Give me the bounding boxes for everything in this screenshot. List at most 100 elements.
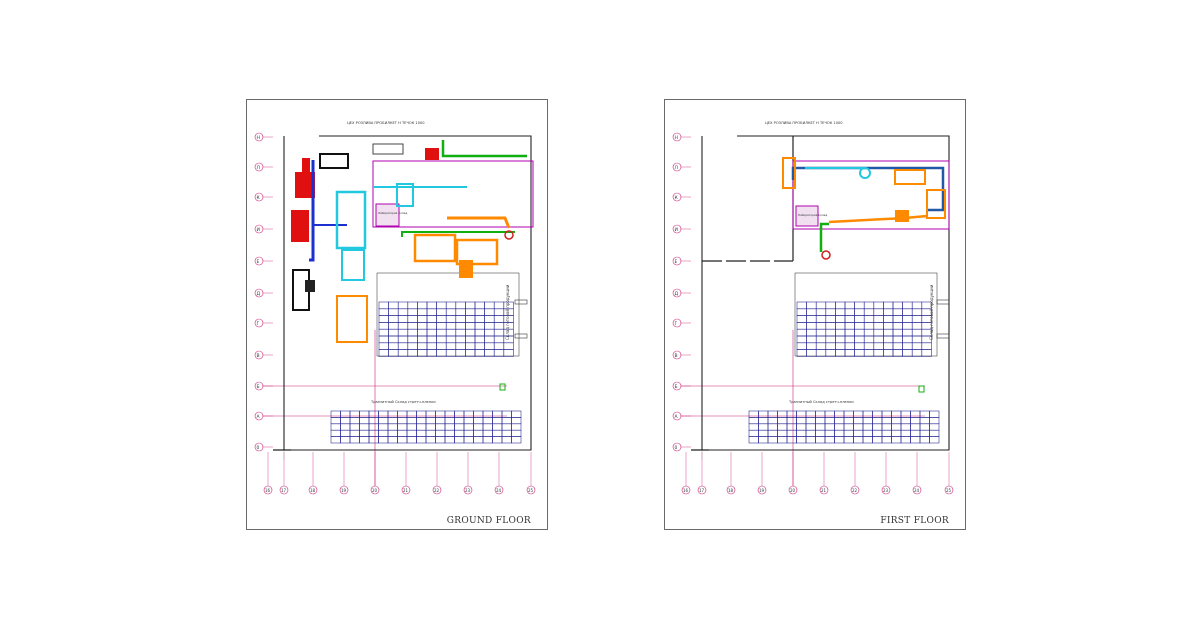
rack-cell (436, 315, 447, 323)
rack-cell (825, 328, 836, 337)
rack-cell (844, 335, 855, 344)
warehouse-outline (376, 272, 520, 357)
rack-cell (368, 423, 379, 431)
rack-cell (463, 417, 474, 425)
rack-cell (368, 417, 379, 425)
rack-cell (388, 342, 399, 350)
rack-cell (834, 410, 845, 418)
rack-cell (474, 322, 485, 330)
rack-cell (806, 308, 817, 316)
rack-cell (493, 342, 505, 350)
rack-cell (463, 436, 474, 444)
lower-rack-array (748, 410, 940, 444)
rack-cell (425, 436, 436, 444)
rack-cell (397, 410, 408, 418)
rack-cell (843, 436, 854, 444)
rack-cell (891, 417, 902, 425)
rack-cell (872, 410, 883, 418)
rack-cell (825, 315, 836, 323)
rack-cell (825, 308, 836, 316)
rack-cell (777, 429, 788, 437)
rack-cell (919, 417, 930, 425)
rack-cell (511, 436, 522, 444)
rack-cell (806, 335, 817, 344)
rack-cell (777, 436, 788, 444)
rack-cell (435, 410, 446, 418)
pump-symbol (504, 230, 514, 240)
rack-cell (501, 417, 512, 425)
row-axis-label: Н (257, 135, 260, 141)
rack-cell (806, 315, 817, 323)
rack-cell (758, 423, 769, 431)
rack-cell (388, 328, 399, 337)
rack-cell (378, 417, 389, 425)
column-axis-label: 16 (683, 488, 689, 493)
rack-cell (330, 429, 341, 437)
rack-cell (834, 423, 845, 431)
column-axis-label: 25 (528, 488, 534, 493)
black-machine (305, 280, 315, 292)
rack-cell (892, 328, 903, 337)
rack-cell (359, 429, 370, 437)
rack-cell (511, 423, 522, 431)
rack-cell (378, 308, 389, 316)
rack-cell (465, 328, 476, 337)
rack-cell (484, 322, 495, 330)
rack-cell (474, 349, 485, 357)
rack-cell (872, 417, 883, 425)
rack-cell (454, 410, 465, 418)
rack-cell (474, 335, 485, 344)
row-axis-label: Д (257, 291, 261, 297)
rack-cell (844, 308, 855, 316)
rack-cell (919, 429, 930, 437)
rack-cell (416, 410, 427, 418)
red-machine (302, 158, 310, 172)
rack-cell (426, 315, 437, 323)
rack-cell (388, 308, 399, 316)
rack-cell (492, 436, 503, 444)
rack-cell (407, 335, 418, 344)
row-axis-label: Г (675, 321, 678, 327)
rack-cell (873, 322, 884, 330)
rack-cell (844, 315, 855, 323)
column-axis-label: 22 (434, 488, 440, 493)
rack-cell (455, 308, 466, 316)
rack-cell (796, 308, 807, 316)
rack-cell (387, 436, 398, 444)
rack-cell (862, 429, 873, 437)
rack-area-label: Транзитный Склад стретч-пленки (370, 400, 436, 404)
red-machine (291, 210, 309, 242)
rack-cell (378, 429, 389, 437)
rack-cell (835, 308, 846, 316)
laboratory-label: Лаборатория Склад (798, 213, 827, 217)
rack-cell (883, 308, 894, 316)
rack-cell (388, 315, 399, 323)
row-axis-label: К (675, 195, 679, 201)
orange-machine (459, 260, 473, 278)
rack-cell (493, 328, 505, 337)
blue-conveyor (791, 166, 945, 212)
rack-cell (474, 308, 485, 316)
rack-cell (378, 436, 389, 444)
rack-cell (426, 335, 437, 344)
rack-cell (482, 429, 493, 437)
rack-cell (349, 429, 360, 437)
row-axis-label: А (675, 414, 679, 420)
rack-cell (796, 410, 807, 418)
rack-cell (435, 436, 446, 444)
rack-cell (397, 342, 409, 350)
rack-cell (407, 349, 418, 357)
cyan-machine (341, 249, 365, 281)
rack-cell (387, 410, 398, 418)
rack-cell (862, 417, 873, 425)
misc-equipment (372, 143, 404, 155)
orange-machine (926, 189, 946, 219)
process-hall-outline (792, 160, 950, 230)
rack-cell (465, 301, 476, 310)
column-axis-label: 20 (372, 488, 378, 493)
rack-cell (902, 322, 913, 330)
rack-cell (929, 436, 940, 444)
rack-cell (378, 301, 389, 310)
rack-cell (796, 342, 807, 350)
